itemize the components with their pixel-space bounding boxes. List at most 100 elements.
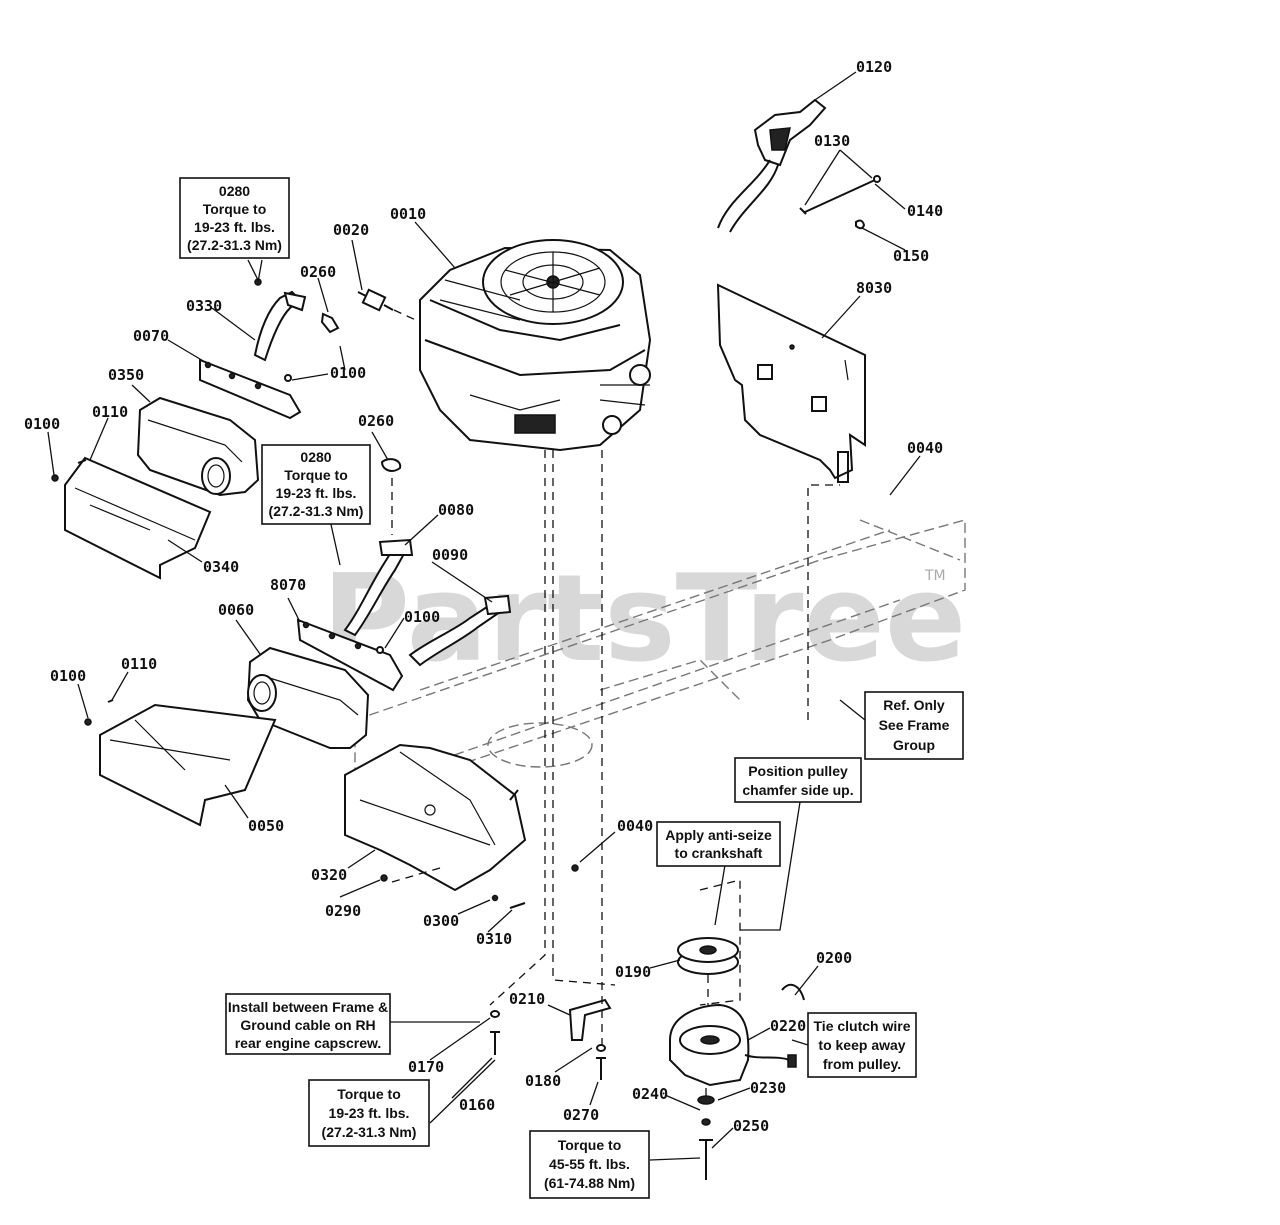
fuel-filter: [357, 288, 421, 323]
callout-ref-only-line2: See Frame: [879, 717, 950, 733]
label-0040-lower: 0040: [617, 817, 653, 835]
callout-torque-top: 0280 Torque to 19-23 ft. lbs. (27.2-31.3…: [179, 177, 290, 259]
callout-pulley-position: Position pulley chamfer side up.: [734, 757, 862, 803]
callout-torque-top-line2: Torque to: [203, 201, 267, 217]
callout-torque-mid-line3: 19-23 ft. lbs.: [276, 485, 357, 501]
clutch-wire-tie: [781, 983, 805, 1001]
lower-exhaust-pipe-0080: [343, 458, 414, 637]
callout-anti-seize: Apply anti-seize to crankshaft: [656, 821, 781, 867]
callout-torque-top-line4: (27.2-31.3 Nm): [187, 237, 282, 253]
callout-ref-only: Ref. Only See Frame Group: [864, 691, 964, 760]
label-0040-upper: 0040: [907, 439, 943, 457]
callout-ref-only-line3: Group: [893, 737, 935, 753]
label-0200: 0200: [816, 949, 852, 967]
upper-heat-shield: [51, 456, 212, 580]
label-0260-lower: 0260: [358, 412, 394, 430]
label-0100-upper-right: 0100: [330, 364, 366, 382]
label-0110-upper: 0110: [92, 403, 128, 421]
callout-install-line1: Install between Frame &: [228, 999, 388, 1015]
label-0120: 0120: [856, 58, 892, 76]
callout-torque-mid: 0280 Torque to 19-23 ft. lbs. (27.2-31.3…: [261, 444, 371, 525]
lower-heat-shield: [84, 699, 277, 827]
leader-lines: [47, 71, 921, 1161]
callout-tie-clutch: Tie clutch wire to keep away from pulley…: [807, 1012, 917, 1078]
watermark-text: PartsTree: [322, 550, 966, 689]
callout-torque-clutch-line1: Torque to: [558, 1137, 622, 1153]
callout-torque-bottom: Torque to 19-23 ft. lbs. (27.2-31.3 Nm): [308, 1079, 430, 1147]
callout-torque-mid-line4: (27.2-31.3 Nm): [269, 503, 364, 519]
label-0100-upper-left: 0100: [24, 415, 60, 433]
callout-ref-only-line1: Ref. Only: [883, 697, 945, 713]
callout-torque-top-part: 0280: [219, 183, 250, 199]
callout-torque-mid-line2: Torque to: [284, 467, 348, 483]
watermark-trademark: TM: [924, 568, 946, 584]
label-8030: 8030: [856, 279, 892, 297]
assembly-dash-lines: [489, 450, 840, 1098]
label-0250: 0250: [733, 1117, 769, 1135]
label-0020: 0020: [333, 221, 369, 239]
callout-tie-clutch-line2: to keep away: [818, 1037, 905, 1053]
label-0240: 0240: [632, 1085, 668, 1103]
hardware-bolts: [490, 1010, 715, 1180]
callout-torque-bottom-line1: Torque to: [337, 1086, 401, 1102]
callout-torque-clutch-line3: (61-74.88 Nm): [544, 1175, 635, 1191]
lower-muffler-bracket: [296, 618, 404, 692]
lower-muffler: [246, 646, 370, 749]
upper-muffler-bracket: [199, 358, 302, 420]
label-0130: 0130: [814, 132, 850, 150]
callout-torque-bottom-line3: (27.2-31.3 Nm): [322, 1124, 417, 1140]
label-0060: 0060: [218, 601, 254, 619]
callout-torque-mid-part: 0280: [300, 449, 331, 465]
label-0330: 0330: [186, 297, 222, 315]
label-0160: 0160: [459, 1096, 495, 1114]
label-0100-lower-right: 0100: [404, 608, 440, 626]
label-0140: 0140: [907, 202, 943, 220]
callout-pulley-line2: chamfer side up.: [742, 782, 853, 798]
callout-install-ground: Install between Frame & Ground cable on …: [225, 993, 391, 1055]
lower-exhaust-pipe-0090: [408, 594, 512, 667]
callout-antiseize-line1: Apply anti-seize: [665, 827, 772, 843]
engine-side-plate: [716, 283, 866, 483]
throttle-control: [717, 98, 881, 233]
callout-tie-clutch-line3: from pulley.: [823, 1056, 901, 1072]
label-0320: 0320: [311, 866, 347, 884]
callout-tie-clutch-line1: Tie clutch wire: [814, 1018, 911, 1034]
callout-torque-bottom-line2: 19-23 ft. lbs.: [329, 1105, 410, 1121]
callout-install-line3: rear engine capscrew.: [235, 1035, 382, 1051]
label-0220: 0220: [770, 1017, 806, 1035]
engine: [419, 239, 652, 452]
label-0070-upper: 0070: [133, 327, 169, 345]
callout-torque-top-line3: 19-23 ft. lbs.: [194, 219, 275, 235]
label-0010: 0010: [390, 205, 426, 223]
callout-torque-clutch-line2: 45-55 ft. lbs.: [549, 1156, 630, 1172]
label-0080: 0080: [438, 501, 474, 519]
engine-mount-plate: [344, 743, 579, 909]
label-8070: 8070: [270, 576, 306, 594]
label-0340: 0340: [203, 558, 239, 576]
label-0150: 0150: [893, 247, 929, 265]
label-0190: 0190: [615, 963, 651, 981]
label-0180: 0180: [525, 1072, 561, 1090]
callout-torque-clutch: Torque to 45-55 ft. lbs. (61-74.88 Nm): [529, 1130, 650, 1199]
label-0260-upper: 0260: [300, 263, 336, 281]
label-0230: 0230: [750, 1079, 786, 1097]
label-0310: 0310: [476, 930, 512, 948]
pto-clutch: [669, 1003, 797, 1087]
label-0100-lower-left: 0100: [50, 667, 86, 685]
label-0270: 0270: [563, 1106, 599, 1124]
engine-pulley: [677, 937, 739, 975]
callout-antiseize-line2: to crankshaft: [675, 845, 763, 861]
label-0090: 0090: [432, 546, 468, 564]
upper-muffler: [136, 396, 260, 497]
label-0170: 0170: [408, 1058, 444, 1076]
label-0210: 0210: [509, 990, 545, 1008]
label-0110-lower: 0110: [121, 655, 157, 673]
label-0290: 0290: [325, 902, 361, 920]
callout-pulley-line1: Position pulley: [748, 763, 848, 779]
clutch-bracket: [568, 998, 612, 1041]
label-0350: 0350: [108, 366, 144, 384]
callout-install-line2: Ground cable on RH: [240, 1017, 375, 1033]
label-0300: 0300: [423, 912, 459, 930]
